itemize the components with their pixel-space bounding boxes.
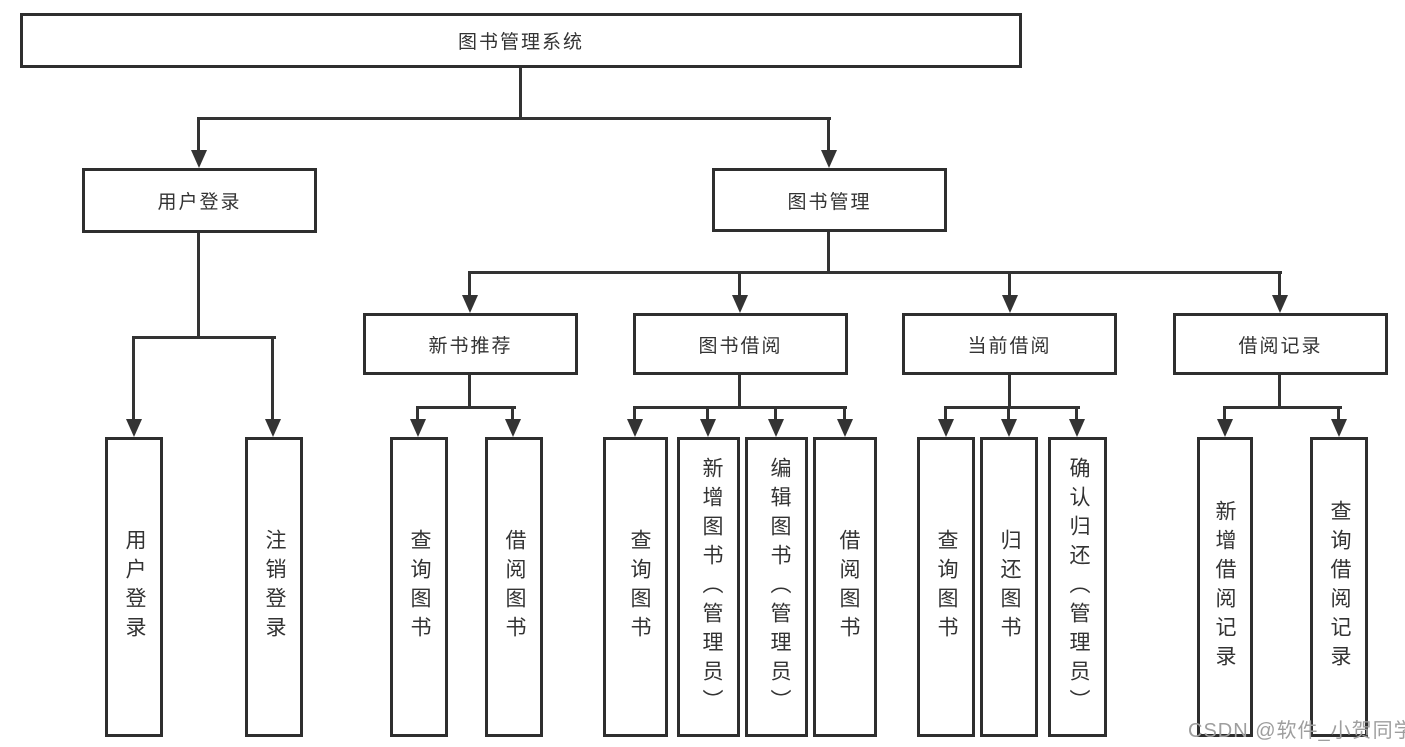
connector-line: [468, 271, 1282, 274]
node-cb-query-books: 查询图书: [917, 437, 975, 737]
arrow-down-icon: [627, 419, 643, 437]
node-cb-confirm-return-admin: 确认归还（管理员）: [1048, 437, 1107, 737]
node-bb-edit-books-admin: 编辑图书（管理员）: [745, 437, 808, 737]
connector-line: [1278, 375, 1281, 409]
connector-line: [944, 406, 1080, 409]
arrow-down-icon: [1331, 419, 1347, 437]
connector-line: [827, 232, 830, 274]
arrow-down-icon: [768, 419, 784, 437]
node-br-query-record: 查询借阅记录: [1310, 437, 1368, 737]
connector-line: [1223, 406, 1226, 421]
node-user-login-leaf: 用户登录: [105, 437, 163, 737]
arrow-down-icon: [700, 419, 716, 437]
node-br-add-record: 新增借阅记录: [1197, 437, 1253, 737]
connector-line: [633, 406, 636, 421]
node-current-borrowing: 当前借阅: [902, 313, 1117, 375]
connector-line: [416, 406, 419, 421]
arrow-down-icon: [1002, 295, 1018, 313]
connector-line: [511, 406, 514, 421]
connector-line: [1337, 406, 1340, 421]
arrow-down-icon: [837, 419, 853, 437]
csdn-watermark: CSDN @软件_小贺同学: [1188, 720, 1405, 742]
connector-line: [132, 336, 276, 339]
arrow-down-icon: [191, 150, 207, 168]
connector-line: [774, 406, 777, 421]
node-bb-add-books-admin: 新增图书（管理员）: [677, 437, 740, 737]
node-bb-borrow-books: 借阅图书: [813, 437, 877, 737]
node-nb-borrow-books: 借阅图书: [485, 437, 543, 737]
node-new-book-recommend: 新书推荐: [363, 313, 578, 375]
connector-line: [468, 271, 471, 297]
arrow-down-icon: [265, 419, 281, 437]
arrow-down-icon: [126, 419, 142, 437]
connector-line: [271, 336, 274, 421]
connector-line: [468, 375, 471, 409]
connector-line: [827, 117, 830, 153]
connector-line: [132, 336, 135, 421]
arrow-down-icon: [1217, 419, 1233, 437]
arrow-down-icon: [938, 419, 954, 437]
connector-line: [1278, 271, 1281, 297]
connector-line: [738, 375, 741, 409]
connector-line: [197, 117, 831, 120]
node-cb-return-books: 归还图书: [980, 437, 1038, 737]
node-logout-leaf: 注销登录: [245, 437, 303, 737]
arrow-down-icon: [410, 419, 426, 437]
arrow-down-icon: [1001, 419, 1017, 437]
connector-line: [1007, 406, 1010, 421]
connector-line: [706, 406, 709, 421]
node-borrowing-records: 借阅记录: [1173, 313, 1388, 375]
connector-line: [1075, 406, 1078, 421]
arrow-down-icon: [462, 295, 478, 313]
connector-line: [944, 406, 947, 421]
connector-line: [633, 406, 847, 409]
connector-line: [416, 406, 516, 409]
arrow-down-icon: [1272, 295, 1288, 313]
connector-line: [197, 233, 200, 339]
connector-line: [197, 117, 200, 153]
node-bb-query-books: 查询图书: [603, 437, 668, 737]
arrow-down-icon: [505, 419, 521, 437]
node-book-borrowing: 图书借阅: [633, 313, 848, 375]
node-book-management-branch: 图书管理: [712, 168, 947, 232]
node-user-login-branch: 用户登录: [82, 168, 317, 233]
arrow-down-icon: [732, 295, 748, 313]
connector-line: [519, 68, 522, 118]
connector-line: [1223, 406, 1342, 409]
connector-line: [738, 271, 741, 297]
arrow-down-icon: [821, 150, 837, 168]
connector-line: [1008, 271, 1011, 297]
connector-line: [1008, 375, 1011, 409]
arrow-down-icon: [1069, 419, 1085, 437]
connector-line: [843, 406, 846, 421]
node-root-system: 图书管理系统: [20, 13, 1022, 68]
node-nb-query-books: 查询图书: [390, 437, 448, 737]
